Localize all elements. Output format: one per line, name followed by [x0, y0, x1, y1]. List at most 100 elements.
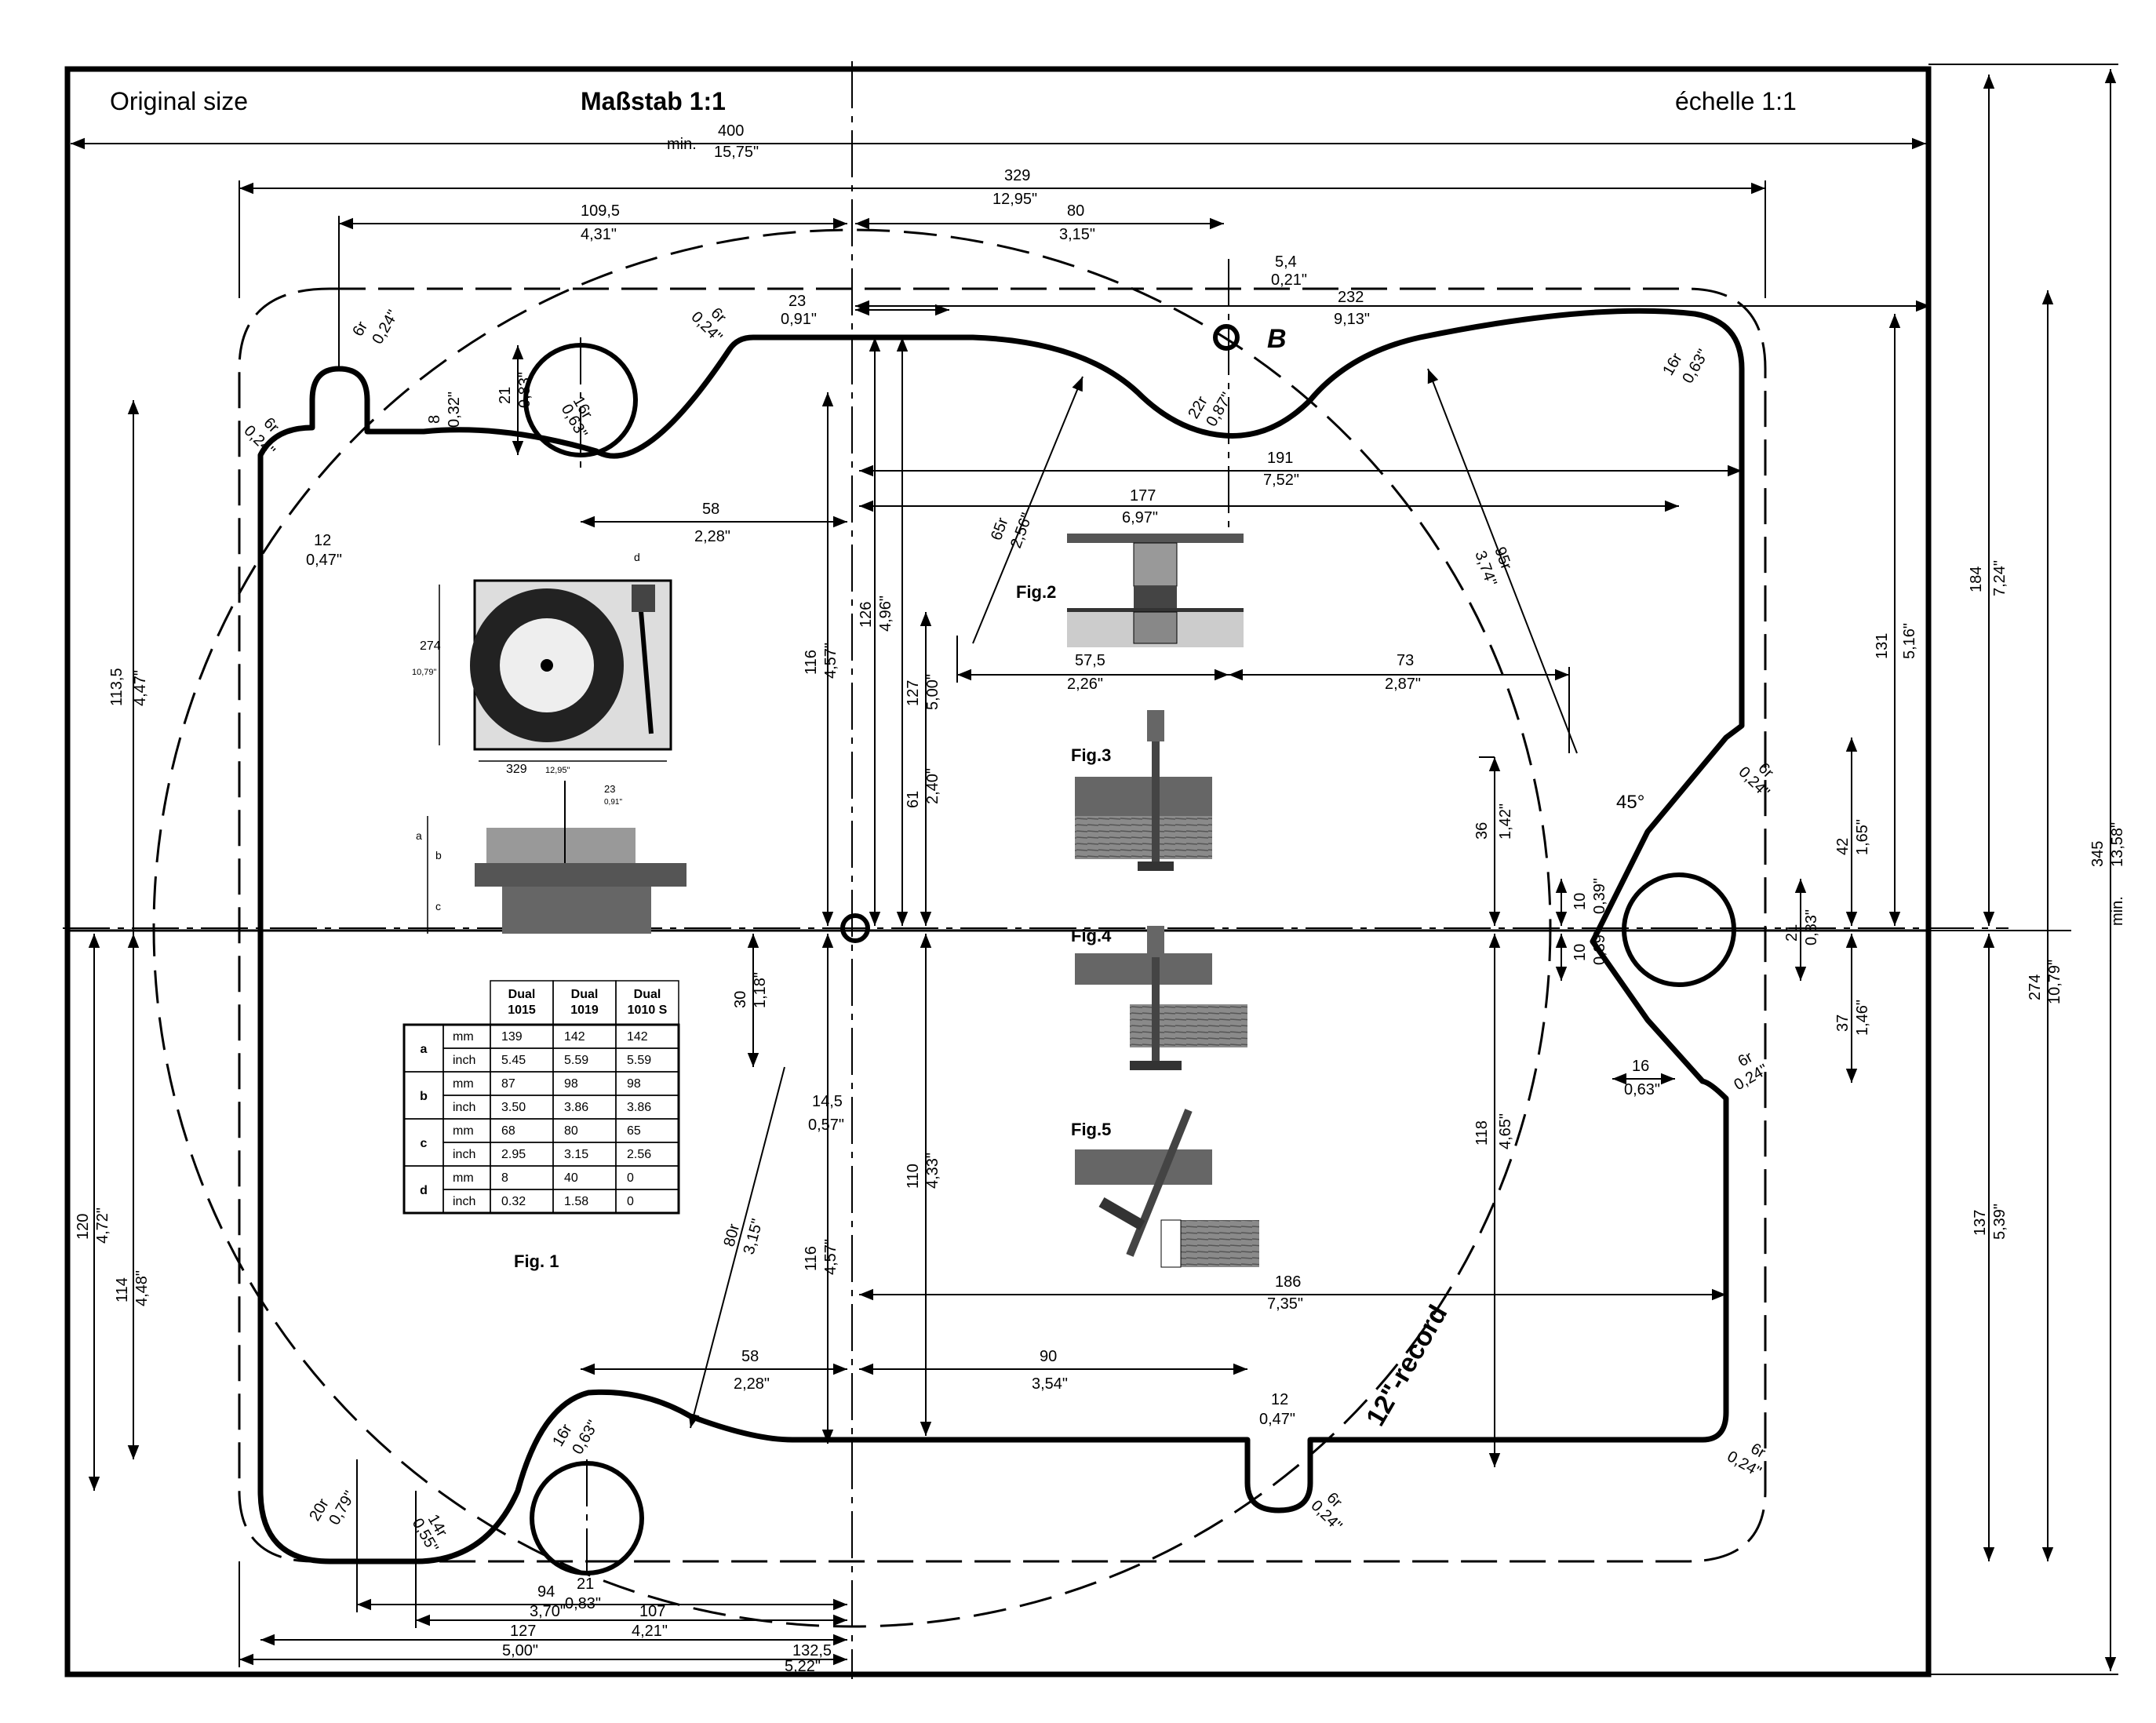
dim-73: 73 — [1397, 652, 1414, 669]
dim-126-inch: 4,96" — [877, 596, 894, 632]
record-label: 12"-record — [1360, 1300, 1453, 1431]
table-cell-value: 80 — [564, 1124, 578, 1138]
table-cell — [490, 1165, 554, 1190]
table-cell-value: 40 — [564, 1171, 578, 1185]
fig1-height-inch-label: 10,79" — [412, 668, 437, 677]
fig5-label: Fig.5 — [1071, 1120, 1111, 1139]
dim-58a-inch: 2,28" — [694, 528, 730, 545]
dim-21b: 21 — [1783, 924, 1801, 942]
dim-120-inch: 4,72" — [94, 1208, 111, 1244]
dim-131-inch: 5,16" — [1901, 623, 1918, 659]
fig4-screw-drawing — [1075, 926, 1247, 1070]
table-unit-label: mm — [453, 1124, 474, 1138]
dim-14-5-inch: 0,57" — [808, 1116, 844, 1134]
dim-61: 61 — [905, 791, 922, 808]
table-header-text: Dual — [571, 988, 599, 1001]
table-unit-label: inch — [453, 1195, 475, 1208]
fig3-screw-drawing — [1075, 710, 1212, 871]
table-unit-label: inch — [453, 1101, 475, 1114]
table-cell-value: 65 — [627, 1124, 641, 1138]
dim-116a: 116 — [803, 650, 820, 675]
dim-10b-inch: 0,39" — [1591, 929, 1608, 965]
table-header-text: 1015 — [508, 1004, 536, 1017]
table-cell — [615, 1165, 679, 1190]
dim-58a: 58 — [702, 501, 719, 518]
table-cell — [552, 1165, 617, 1190]
dim-400: 400 — [718, 122, 744, 140]
fig1-turntable-drawings: 274 10,79" 329 12,95" a b c d 23 0,91" — [412, 551, 686, 934]
dim-37: 37 — [1834, 1014, 1852, 1032]
dim-14-5: 14,5 — [812, 1093, 843, 1110]
dim-132-inch: 5,22" — [785, 1658, 821, 1675]
table-unit-label: mm — [453, 1030, 474, 1044]
dim-329: 329 — [1004, 167, 1030, 184]
table-cell-value: 1.58 — [564, 1195, 588, 1208]
table-unit-label: inch — [453, 1054, 475, 1067]
table-cell — [552, 1118, 617, 1143]
dim-137: 137 — [1972, 1210, 1989, 1236]
dim-120: 120 — [75, 1214, 92, 1240]
mounting-holes — [523, 324, 1736, 1575]
dim-16-inch: 0,63" — [1624, 1081, 1660, 1098]
cutout-contour — [257, 308, 1745, 1565]
fig2-spring-drawing — [1067, 534, 1244, 647]
dim-116a-inch: 4,57" — [822, 643, 839, 679]
dim-30: 30 — [732, 991, 749, 1008]
dim-126: 126 — [858, 602, 875, 628]
dim-94: 94 — [537, 1583, 555, 1601]
hole-right — [1622, 872, 1736, 987]
fig2-label: Fig.2 — [1016, 582, 1056, 602]
dim-5-4-inch: 0,21" — [1271, 271, 1307, 289]
dim-127a: 127 — [905, 680, 922, 706]
dim-186: 186 — [1275, 1273, 1301, 1291]
dim-42-inch: 1,65" — [1854, 819, 1871, 855]
dim-345-inch: 13,58" — [2109, 822, 2126, 867]
original-size-label: Original size — [110, 87, 248, 115]
dim-113: 113,5 — [108, 668, 126, 706]
table-cell-value: 5.59 — [627, 1054, 651, 1067]
table-cell-value: 98 — [627, 1077, 641, 1091]
table-cell — [552, 1071, 617, 1096]
point-b-hole — [1213, 324, 1240, 351]
dim-116b-inch: 4,57" — [822, 1239, 839, 1275]
dim-57-inch: 2,26" — [1067, 676, 1103, 693]
table-cell-value: 3.15 — [564, 1148, 588, 1161]
table-cell-value: 0 — [627, 1195, 634, 1208]
dim-114-inch: 4,48" — [133, 1270, 151, 1306]
dim-127a-inch: 5,00" — [924, 674, 941, 710]
massstab-label: Maßstab 1:1 — [581, 87, 726, 115]
spindle-hole — [840, 913, 870, 943]
dim-109: 109,5 — [581, 202, 620, 220]
table-cell-value: 139 — [501, 1030, 523, 1044]
fig3-label: Fig.3 — [1071, 745, 1111, 765]
dim-177-inch: 6,97" — [1122, 509, 1158, 526]
dim-191-inch: 7,52" — [1263, 472, 1299, 489]
table-unit-label: mm — [453, 1171, 474, 1185]
fig1-c-label: c — [435, 900, 441, 912]
table-cell — [615, 1118, 679, 1143]
fig1-b-label: b — [435, 849, 442, 862]
dim-274-inch: 10,79" — [2046, 960, 2063, 1004]
dim-6r-a: 6r — [349, 319, 371, 340]
dim-20r-inch: 0,79" — [326, 1488, 359, 1528]
dim-42: 42 — [1834, 838, 1852, 855]
dim-16: 16 — [1632, 1058, 1649, 1075]
table-cell — [615, 1071, 679, 1096]
dim-90: 90 — [1040, 1348, 1057, 1365]
dim-12b-inch: 0,47" — [1259, 1411, 1295, 1428]
table-cell-value: 2.95 — [501, 1148, 526, 1161]
dim-21a: 21 — [497, 387, 514, 404]
dim-118-inch: 4,65" — [1497, 1113, 1514, 1149]
dim-107: 107 — [639, 1603, 665, 1620]
dim-127b: 127 — [510, 1623, 536, 1640]
dim-107-inch: 4,21" — [632, 1623, 668, 1640]
table-cell-value: 3.86 — [627, 1101, 651, 1114]
dim-23: 23 — [788, 293, 806, 310]
dim-12a-inch: 0,47" — [306, 552, 342, 569]
dim-10b: 10 — [1571, 944, 1589, 961]
dim-36-inch: 1,42" — [1497, 803, 1514, 840]
dim-345-min: min. — [2109, 896, 2126, 926]
dim-10a: 10 — [1571, 893, 1589, 910]
fig1-height-label: 274 — [420, 639, 441, 653]
